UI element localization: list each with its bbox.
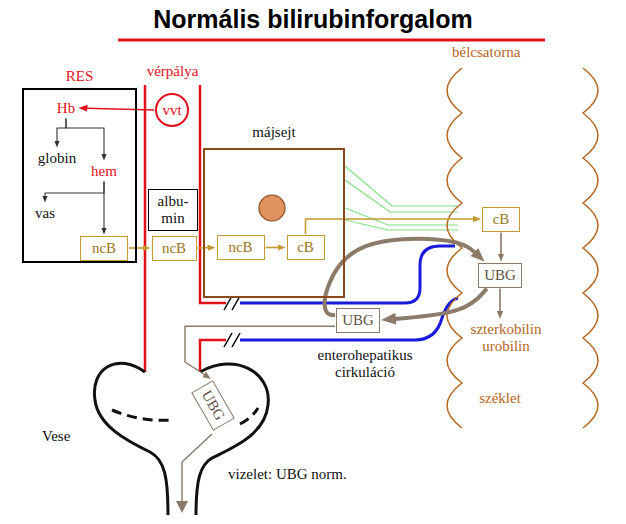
product-label: szterkobilin urobilin — [464, 320, 548, 356]
region-heading: vérpálya — [147, 63, 199, 80]
connector — [45, 182, 104, 197]
liver-cell: májsejtncBcB — [203, 148, 345, 298]
connector — [66, 119, 104, 155]
res-region: RESHbglobinhemvasncB — [22, 88, 137, 263]
node-text: cB — [493, 211, 510, 228]
connector — [266, 247, 279, 249]
node-text: globin — [38, 150, 76, 167]
annotation: vizelet: UBG norm. — [228, 466, 347, 483]
urobilinogen-box: UBG — [336, 308, 380, 333]
connector — [57, 119, 66, 142]
region-heading: májsejt — [252, 124, 295, 141]
region-heading: RES — [66, 68, 94, 85]
node-text: Hb — [57, 100, 75, 117]
label-slot: Vese — [42, 428, 70, 445]
red-cell-circle: vvt — [155, 93, 189, 127]
molecule-label: globin — [36, 149, 79, 168]
node-text: ncB — [228, 239, 252, 256]
connector — [394, 289, 486, 319]
urine-line — [182, 434, 212, 502]
bile-duct — [345, 166, 458, 230]
urobilinogen-box: UBG — [478, 263, 522, 288]
bilirubin-box: cB — [482, 207, 520, 232]
intestine: bélcsatornacBUBGszterkobilin urobilin — [440, 68, 610, 430]
node-text: vas — [35, 205, 55, 222]
molecule-label: vas — [33, 204, 57, 223]
node-text: vvt — [162, 102, 181, 119]
node-text: albu- min — [151, 193, 195, 227]
node-text: UBG — [342, 312, 374, 329]
node-text: hem — [91, 163, 117, 180]
connector — [103, 182, 104, 229]
node-text: UBG — [198, 387, 229, 423]
kidney-outline — [94, 363, 168, 515]
annotation: enterohepatikus cirkuláció — [295, 347, 435, 381]
urobilinogen-box: UBG — [191, 380, 235, 431]
connector — [87, 108, 154, 110]
molecule-label: hem — [89, 162, 119, 181]
connector — [306, 219, 474, 234]
label-slot: vizelet: UBG norm. — [228, 466, 347, 483]
bilirubin-box: ncB — [80, 236, 128, 261]
connector — [325, 239, 476, 315]
kidney-cortex — [112, 408, 258, 424]
label-slot: enterohepatikus cirkuláció — [295, 347, 435, 381]
annotation: széklet — [460, 390, 540, 407]
connector — [499, 289, 501, 312]
region-heading: bélcsatorna — [452, 44, 520, 61]
diagram-title: Normális bilirubinforgalom — [0, 4, 626, 34]
node-text: szterkobilin urobilin — [466, 321, 546, 355]
bilirubin-box: ncB — [152, 236, 197, 261]
annotation: Vese — [42, 428, 70, 445]
bilirubin-box: cB — [287, 235, 325, 260]
node-text: ncB — [92, 240, 116, 257]
bilirubin-box: ncB — [217, 235, 265, 260]
title-underline — [118, 39, 545, 42]
break-mark — [224, 296, 240, 347]
node-text: UBG — [484, 267, 516, 284]
node-text: ncB — [162, 240, 186, 257]
albumin-box: albu- min — [148, 189, 198, 231]
intestine-wall — [583, 68, 598, 428]
connector — [185, 326, 335, 375]
node-text: cB — [297, 239, 314, 256]
urine-arrowhead — [176, 501, 188, 513]
cell-nucleus — [259, 195, 285, 221]
blood-vessel: vérpályavvtalbu- minncB — [145, 85, 200, 372]
connector — [500, 233, 502, 255]
intestine-wall — [447, 68, 462, 428]
portal-vein — [240, 298, 458, 340]
label-slot: széklet — [460, 390, 540, 407]
molecule-label: Hb — [55, 99, 78, 118]
vessel-wall — [144, 85, 147, 372]
